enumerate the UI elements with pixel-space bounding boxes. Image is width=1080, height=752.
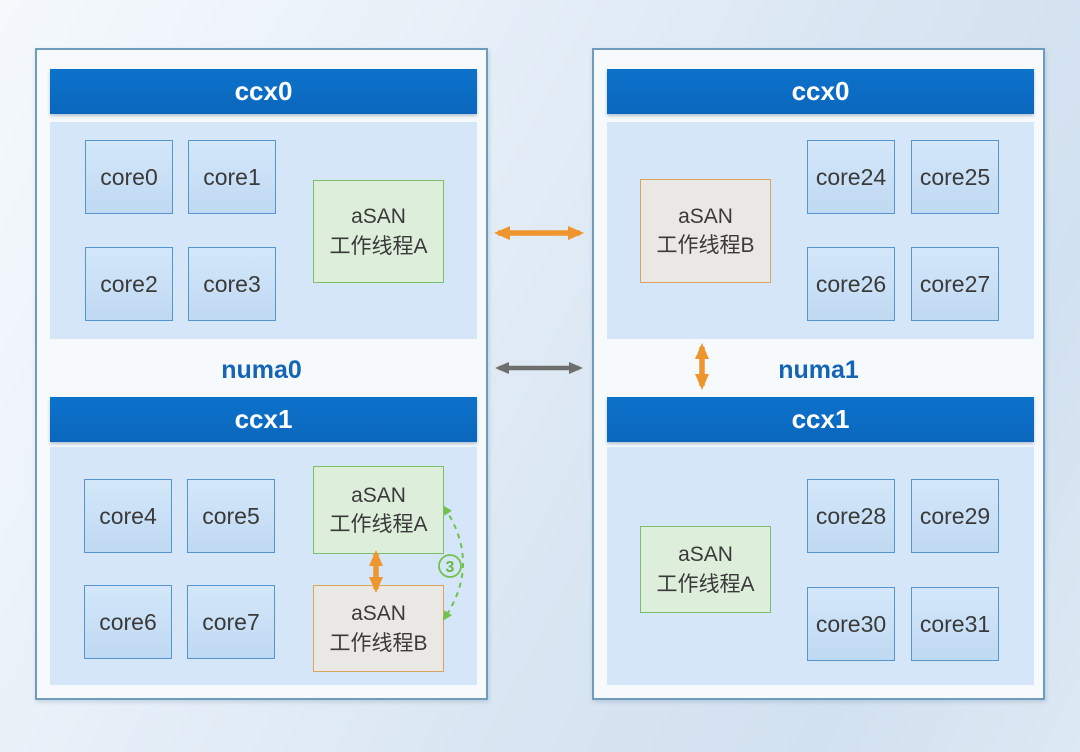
thread-label-line1: aSAN xyxy=(678,543,733,567)
core-label: core4 xyxy=(99,502,157,529)
numa0-label: numa0 xyxy=(221,356,302,384)
ccx-header-label: ccx0 xyxy=(791,76,850,106)
numa0-ccx0-header: ccx0 xyxy=(50,69,477,114)
core-box: core31 xyxy=(911,587,999,661)
core-box: core5 xyxy=(187,479,275,553)
numa1-ccx1-header: ccx1 xyxy=(607,397,1034,442)
thread-label-line2: 工作线程A xyxy=(329,513,428,536)
asan-thread-b-box: aSAN 工作线程B xyxy=(313,585,444,672)
asan-thread-a-box: aSAN 工作线程A xyxy=(640,526,771,613)
core-label: core3 xyxy=(203,270,261,297)
thread-label-line1: aSAN xyxy=(351,602,406,626)
core-label: core29 xyxy=(919,502,991,529)
numa1-label: numa1 xyxy=(778,356,859,384)
numa1-node: ccx0 aSAN 工作线程B core24 core25 core26 cor… xyxy=(592,48,1045,700)
numa0-ccx1-header: ccx1 xyxy=(50,397,477,442)
core-label: core24 xyxy=(815,163,887,190)
thread-label-line1: aSAN xyxy=(351,205,406,229)
thread-label-line2: 工作线程A xyxy=(656,572,755,596)
core-label: core7 xyxy=(202,608,260,635)
core-box: core28 xyxy=(807,479,895,553)
core-box: core25 xyxy=(911,140,999,214)
ccx-header-label: ccx1 xyxy=(791,404,850,434)
ccx-header-label: ccx0 xyxy=(234,76,293,106)
core-box: core6 xyxy=(84,585,172,659)
core-box: core27 xyxy=(911,247,999,321)
thread-label-line1: aSAN xyxy=(351,483,406,507)
core-box: core4 xyxy=(84,479,172,553)
core-label: core25 xyxy=(919,163,991,190)
thread-label-line2: 工作线程B xyxy=(656,234,755,257)
numa0-node: ccx0 core0 core1 core2 core3 aSAN 工作线程A … xyxy=(35,48,488,700)
core-box: core24 xyxy=(807,140,895,214)
core-box: core29 xyxy=(911,479,999,553)
core-box: core30 xyxy=(807,587,895,661)
core-label: core6 xyxy=(99,608,157,635)
core-box: core7 xyxy=(187,585,275,659)
core-label: core5 xyxy=(202,502,260,529)
core-box: core26 xyxy=(807,247,895,321)
thread-label-line2: 工作线程B xyxy=(329,631,428,655)
asan-thread-a-box: aSAN 工作线程A xyxy=(313,180,444,283)
core-box: core1 xyxy=(188,140,276,214)
core-box: core2 xyxy=(85,247,173,321)
asan-thread-b-box: aSAN 工作线程B xyxy=(640,179,771,283)
core-box: core3 xyxy=(188,247,276,321)
core-label: core1 xyxy=(203,163,261,190)
asan-thread-a-box: aSAN 工作线程A xyxy=(313,466,444,554)
ccx-header-label: ccx1 xyxy=(234,404,293,434)
thread-label-line2: 工作线程A xyxy=(329,234,428,258)
core-label: core31 xyxy=(919,610,991,637)
core-label: core27 xyxy=(919,270,991,297)
core-label: core0 xyxy=(100,163,158,190)
core-label: core30 xyxy=(815,610,887,637)
core-label: core26 xyxy=(815,270,887,297)
core-label: core28 xyxy=(815,502,887,529)
core-box: core0 xyxy=(85,140,173,214)
core-label: core2 xyxy=(100,270,158,297)
thread-label-line1: aSAN xyxy=(678,204,733,228)
numa1-ccx0-header: ccx0 xyxy=(607,69,1034,114)
